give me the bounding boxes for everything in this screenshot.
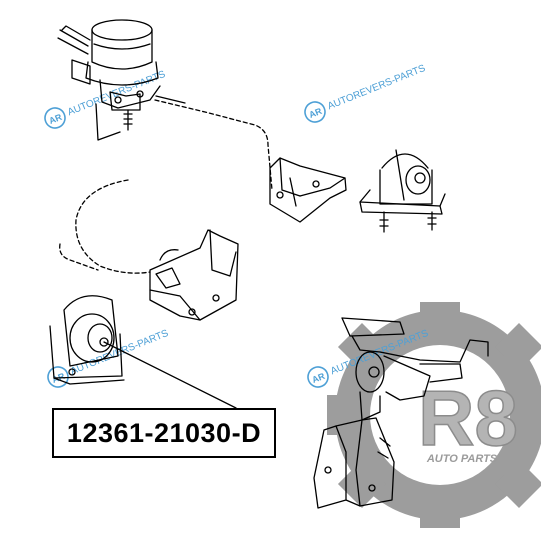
watermark-1: AR AUTOREVERS-PARTS [44, 69, 167, 129]
brand-tagline: AUTO PARTS [426, 453, 498, 465]
watermark-badge: AR [47, 112, 63, 126]
leader-line [103, 341, 237, 409]
right-round-mount [359, 149, 446, 233]
lower-right-bracket [341, 317, 489, 421]
brand-mark: R8 [418, 374, 518, 462]
brand-logo: R8 AUTO PARTS [327, 302, 541, 528]
ar-badge-icon [47, 366, 69, 388]
reference-lines [59, 99, 273, 274]
bottom-bracket [313, 417, 395, 509]
middle-bracket [149, 229, 239, 321]
top-engine-mount [57, 19, 186, 141]
part-number-label: 12361-21030-D [52, 408, 276, 458]
ar-badge-icon [304, 101, 326, 123]
upper-bracket [269, 157, 347, 223]
gear-icon [327, 302, 541, 528]
part-number-text: 12361-21030-D [66, 417, 262, 448]
watermark-badge: AR [310, 371, 326, 385]
watermark-text: AUTOREVERS-PARTS [326, 63, 427, 112]
main-mount-part [49, 295, 125, 385]
watermark-badge: AR [307, 106, 323, 120]
watermark-3: AR AUTOREVERS-PARTS [47, 328, 170, 388]
watermark-2: AR AUTOREVERS-PARTS [304, 63, 427, 123]
ar-badge-icon [44, 107, 66, 129]
ar-badge-icon [307, 366, 329, 388]
